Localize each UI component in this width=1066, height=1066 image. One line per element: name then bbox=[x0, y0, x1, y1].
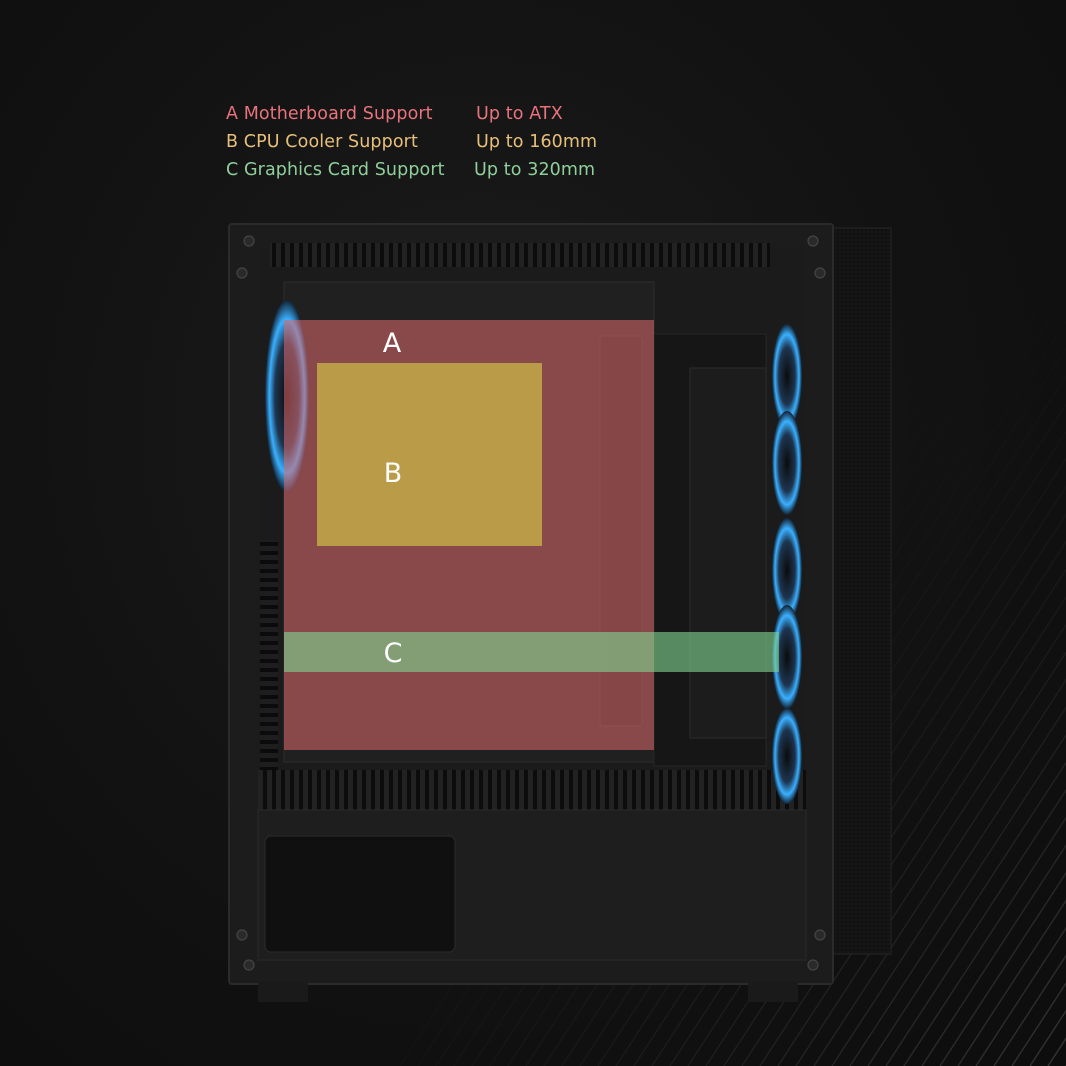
screw bbox=[243, 959, 255, 971]
zone-a-letter: A bbox=[383, 328, 402, 359]
zone-b-cpu-cooler bbox=[317, 363, 542, 546]
screw bbox=[243, 235, 255, 247]
screw bbox=[814, 929, 826, 941]
legend-value-motherboard: Up to ATX bbox=[476, 104, 563, 124]
psu-window bbox=[264, 835, 456, 953]
background-stripe bbox=[903, 816, 1066, 1066]
background-stripe bbox=[867, 761, 1066, 1066]
rear-expansion-slots bbox=[260, 540, 278, 770]
drive-bracket bbox=[689, 367, 767, 739]
case-foot-left bbox=[258, 982, 308, 1002]
background-stripe bbox=[849, 733, 1066, 1066]
screw bbox=[807, 235, 819, 247]
background-stripe bbox=[921, 844, 1066, 1066]
screw bbox=[236, 267, 248, 279]
case-front-panel bbox=[828, 227, 892, 955]
screw bbox=[814, 267, 826, 279]
screw bbox=[807, 959, 819, 971]
psu-shroud bbox=[258, 770, 806, 810]
zone-c-graphics-card bbox=[284, 632, 779, 672]
legend-label-motherboard: A Motherboard Support bbox=[226, 104, 433, 124]
zone-b-letter: B bbox=[384, 458, 403, 489]
background-stripe bbox=[975, 926, 1066, 1066]
zone-c-letter: C bbox=[384, 638, 403, 669]
legend-label-graphics-card: C Graphics Card Support bbox=[226, 160, 445, 180]
background-stripe bbox=[939, 871, 1066, 1066]
background-stripe bbox=[831, 706, 1066, 1066]
case-foot-right bbox=[748, 982, 798, 1002]
background-stripe bbox=[813, 678, 1066, 1066]
background-stripe bbox=[957, 899, 1066, 1066]
legend-value-graphics-card: Up to 320mm bbox=[474, 160, 596, 180]
top-vent bbox=[270, 243, 770, 267]
screw bbox=[236, 929, 248, 941]
legend-label-cpu-cooler: B CPU Cooler Support bbox=[226, 132, 418, 152]
background-stripe bbox=[885, 788, 1066, 1066]
legend-value-cpu-cooler: Up to 160mm bbox=[476, 132, 598, 152]
